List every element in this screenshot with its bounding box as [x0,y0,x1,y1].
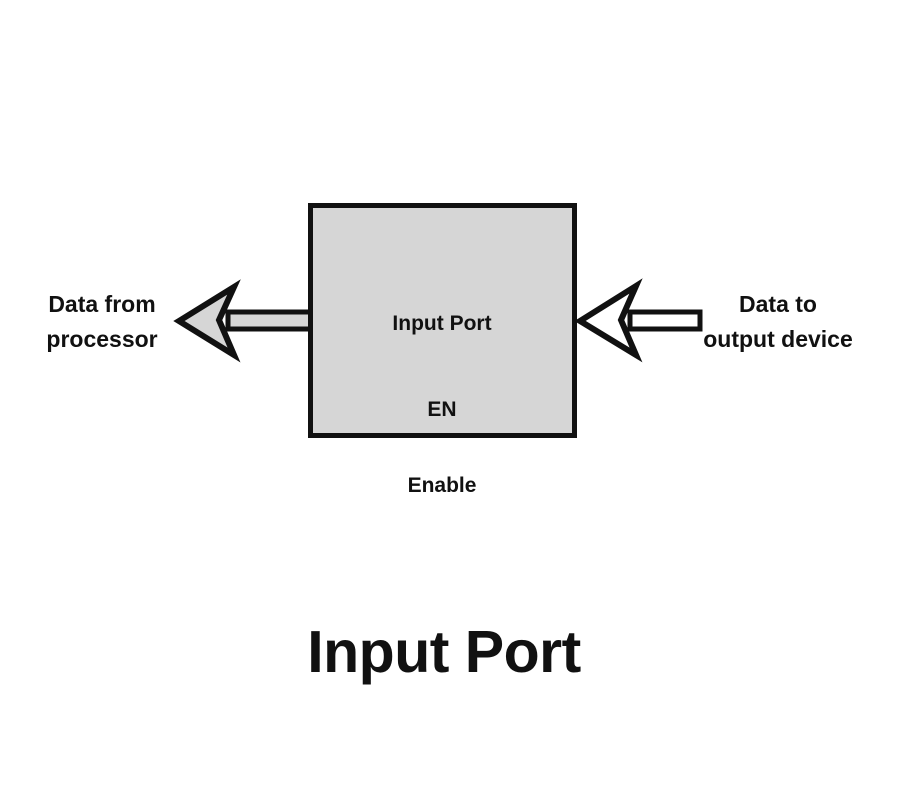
input-port-block-label: Input Port [392,312,491,335]
enable-pin-label: EN [427,398,456,421]
right-arrow-label-line1: Data to [739,291,817,317]
input-port-block[interactable]: Input Port EN [308,203,577,438]
left-arrow-head [173,279,241,363]
input-port-block-rect[interactable] [308,203,577,438]
left-arrow-label-line1: Data from [48,291,155,317]
right-arrow-shaft [627,309,703,332]
right-arrow-label: Data to output device [703,291,853,352]
left-arrow-label-line2: processor [46,326,157,352]
right-arrow-head [574,278,643,363]
enable-caption: Enable [408,474,477,497]
figure-caption: Input Port [307,619,581,685]
right-arrow [574,278,703,363]
left-arrow-shaft [225,309,315,332]
left-arrow [173,279,315,363]
right-arrow-label-line2: output device [703,326,853,352]
left-arrow-label: Data from processor [46,291,157,352]
